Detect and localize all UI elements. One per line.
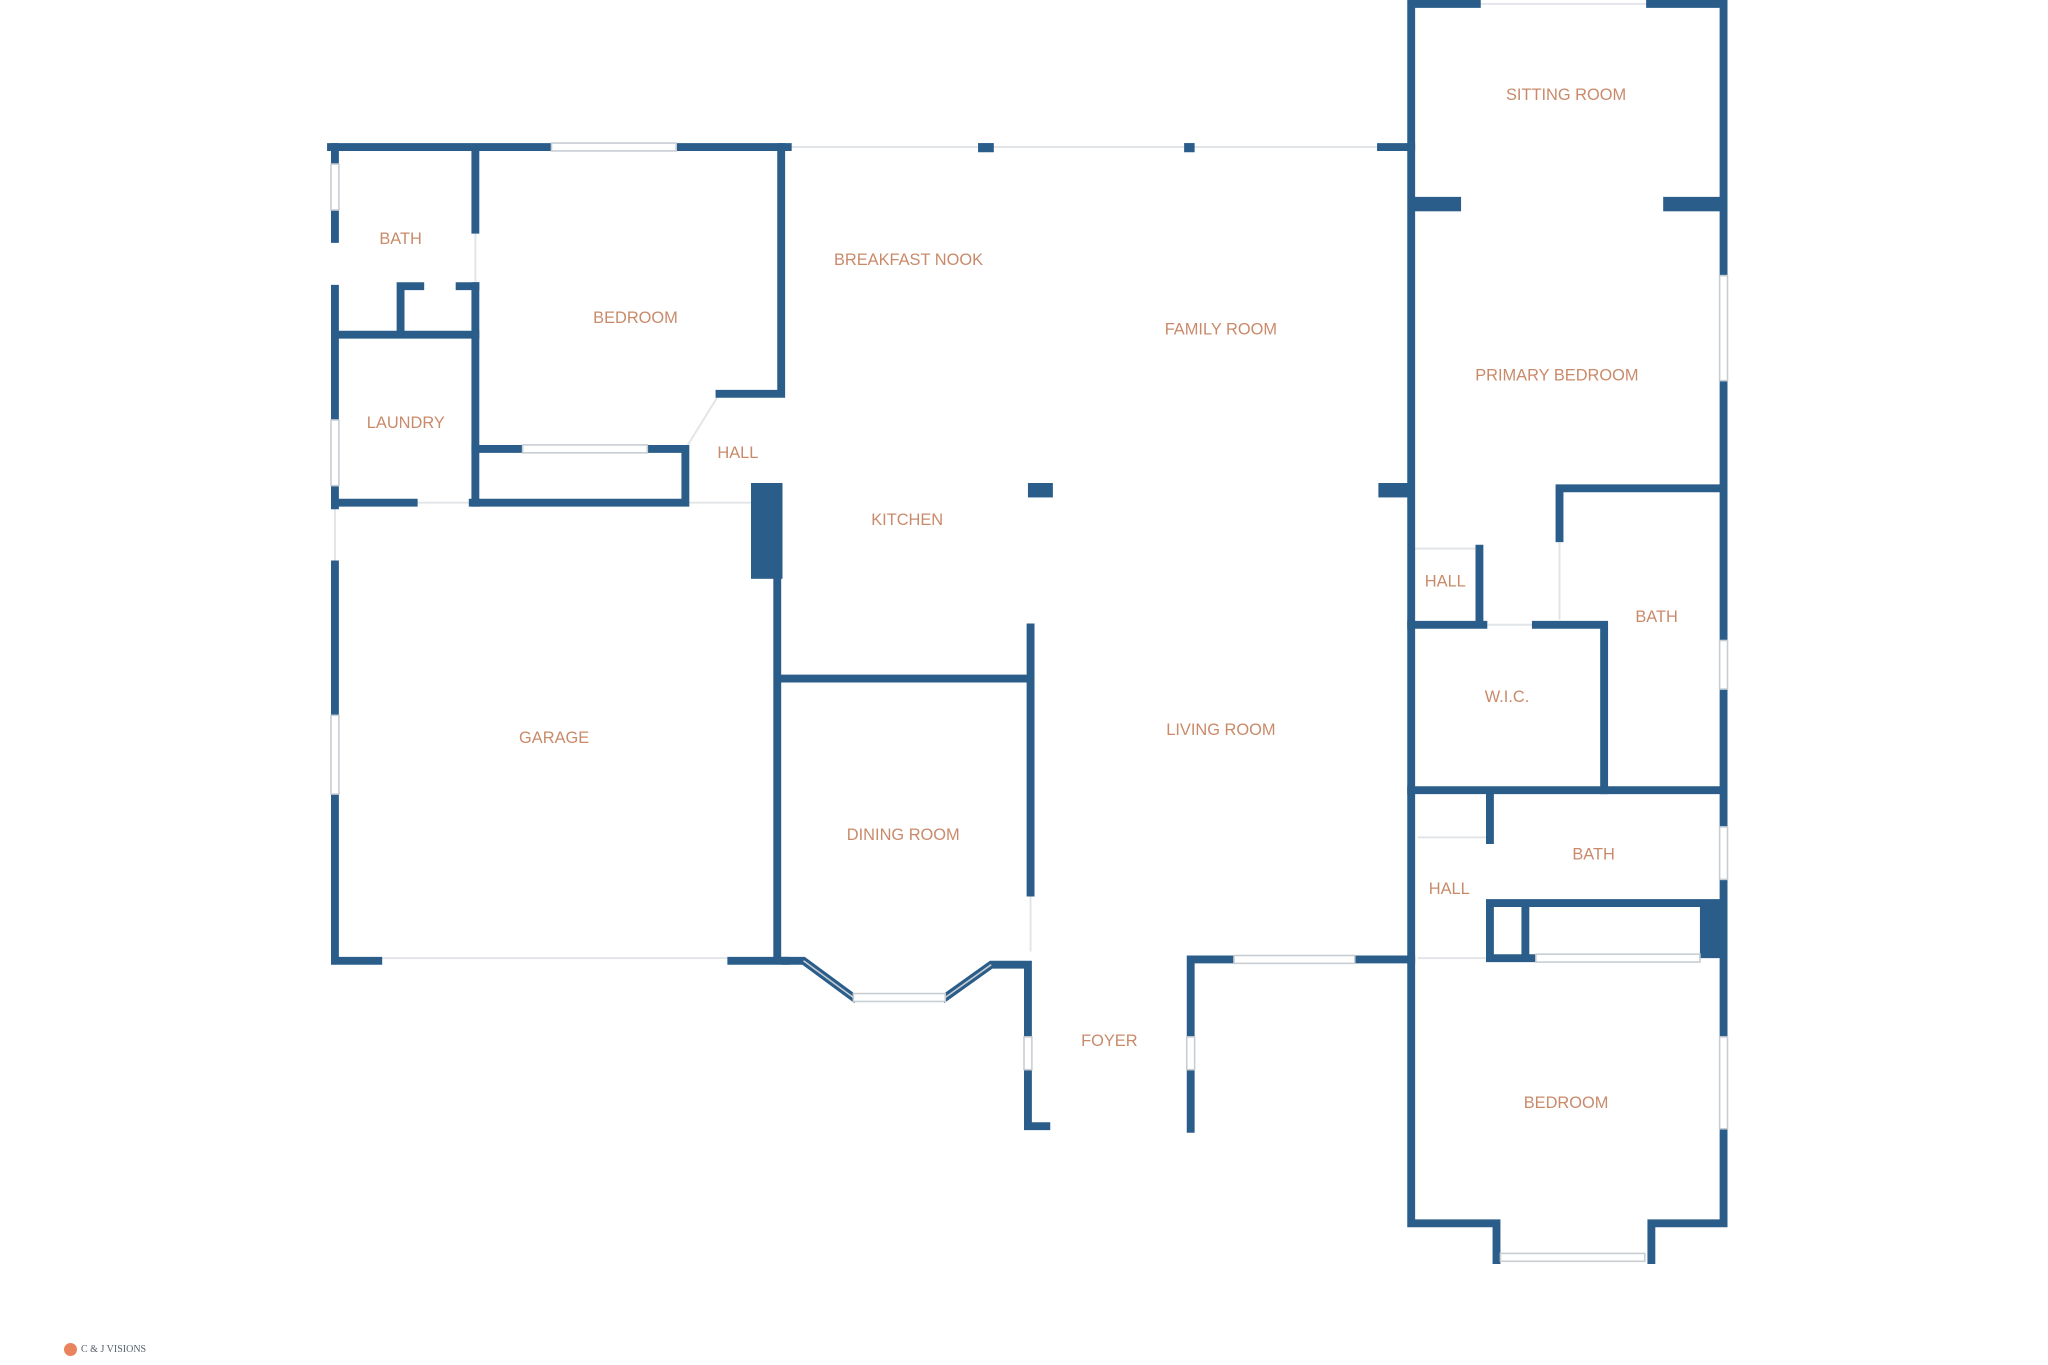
room-label-dining-room: DINING ROOM <box>847 826 960 844</box>
openings <box>333 2 1651 960</box>
room-label-hall: HALL <box>717 444 758 462</box>
room-label-laundry: LAUNDRY <box>367 414 445 432</box>
room-label-bath: BATH <box>1635 608 1678 626</box>
room-label-bedroom: BEDROOM <box>1524 1094 1609 1112</box>
wall-blocks <box>751 143 1727 959</box>
room-label-foyer: FOYER <box>1081 1032 1138 1050</box>
room-label-hall: HALL <box>1425 573 1466 591</box>
room-label-family-room: FAMILY ROOM <box>1165 321 1277 339</box>
room-label-breakfast-nook: BREAKFAST NOOK <box>834 251 983 269</box>
room-label-bedroom: BEDROOM <box>593 309 678 327</box>
room-label-bath: BATH <box>379 230 422 248</box>
room-label-living-room: LIVING ROOM <box>1166 721 1275 739</box>
brand-logo: C & J VISIONS <box>64 1343 146 1356</box>
room-label-kitchen: KITCHEN <box>871 511 943 529</box>
room-label-garage: GARAGE <box>519 729 589 747</box>
room-label-hall: HALL <box>1429 880 1470 898</box>
walls <box>327 0 1728 1264</box>
logo-mark-icon <box>64 1343 77 1356</box>
room-label-wic: W.I.C. <box>1485 688 1530 706</box>
windows <box>330 142 1729 1263</box>
logo-text: C & J VISIONS <box>81 1344 147 1355</box>
room-label-bath: BATH <box>1572 846 1615 864</box>
room-label-sitting-room: SITTING ROOM <box>1506 86 1626 104</box>
room-label-primary-bedroom: PRIMARY BEDROOM <box>1475 367 1638 385</box>
